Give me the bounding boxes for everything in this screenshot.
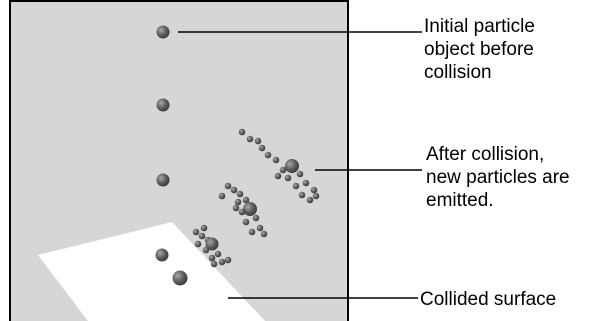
emitted-particle xyxy=(296,170,304,178)
emitted-particle xyxy=(243,202,257,216)
emitted-particle xyxy=(218,192,226,200)
emitted-particle xyxy=(260,230,268,238)
emitted-particle xyxy=(194,240,202,248)
emitted-particle xyxy=(292,182,300,190)
emitted-particle xyxy=(238,208,246,216)
emitted-particle xyxy=(254,137,262,145)
falling-particle xyxy=(155,248,169,262)
emitted-particle xyxy=(272,156,280,164)
emitted-particle xyxy=(306,196,314,204)
falling-particle xyxy=(156,98,170,112)
emitted-particle xyxy=(198,232,206,240)
emitted-particle xyxy=(284,174,292,182)
emitted-particle xyxy=(264,151,272,159)
emitted-particle xyxy=(298,191,306,199)
emitted-particle xyxy=(224,256,232,264)
collision-particle xyxy=(172,270,188,286)
emitted-particle xyxy=(238,128,246,136)
emitted-particle xyxy=(302,179,310,187)
emitted-particle xyxy=(242,218,250,226)
emitted-particle xyxy=(248,228,256,236)
emitted-particle xyxy=(210,260,218,268)
initial-particle-label: Initial particle object before collision xyxy=(424,16,540,83)
emitted-particle xyxy=(252,214,260,222)
emitted-particle xyxy=(285,159,299,173)
emitted-particle xyxy=(242,196,250,204)
emitted-particle xyxy=(202,246,210,254)
initial-particle xyxy=(156,25,170,39)
emitted-particles xyxy=(192,128,320,268)
falling-particle xyxy=(156,173,170,187)
emitted-particle xyxy=(258,144,266,152)
emitted-particles-label: After collision, new particles are emitt… xyxy=(426,144,575,211)
emitted-particle xyxy=(192,228,200,236)
emitted-particle xyxy=(310,186,318,194)
emitted-particle xyxy=(256,224,264,232)
emitted-particle xyxy=(200,224,208,232)
emitted-particle xyxy=(230,186,238,194)
emitted-particle xyxy=(232,204,240,212)
emitted-particle xyxy=(205,237,219,251)
emitted-particle xyxy=(236,190,244,198)
emitted-particle xyxy=(234,198,242,206)
collided-surface-label: Collided surface xyxy=(420,289,556,310)
emitted-particle xyxy=(279,166,287,174)
emitted-particle xyxy=(274,172,282,180)
emitted-particle xyxy=(312,192,320,200)
emitted-particle xyxy=(214,250,222,258)
collided-surface-plane xyxy=(38,222,265,321)
emitted-particle xyxy=(224,182,232,190)
emitted-particle xyxy=(218,258,226,266)
emitted-particle xyxy=(208,254,216,262)
initial-particle-sequence xyxy=(155,25,188,286)
emitted-particle xyxy=(246,135,254,143)
